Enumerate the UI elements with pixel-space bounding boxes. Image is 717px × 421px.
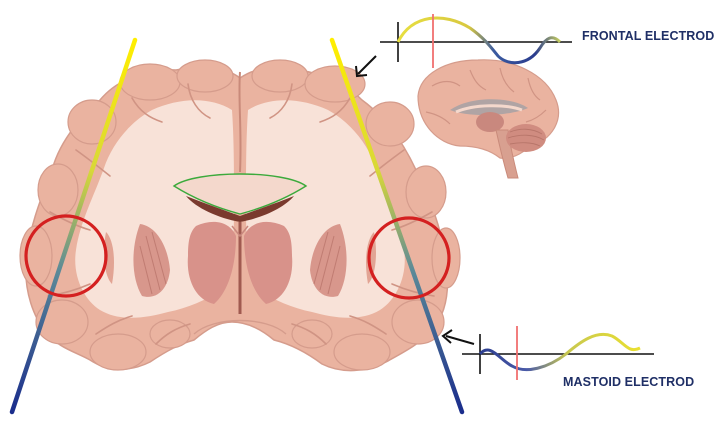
longitudinal-fissure xyxy=(239,72,240,172)
frontal-wave-trace xyxy=(398,18,560,63)
sagittal-brain-inset xyxy=(418,60,558,178)
frontal-arrow xyxy=(358,56,376,74)
mastoid-electrode-label: MASTOID ELECTROD xyxy=(563,375,694,389)
mastoid-wave-trace xyxy=(480,334,640,369)
mastoid-waveform xyxy=(443,326,654,380)
frontal-electrode-label: FRONTAL ELECTROD xyxy=(582,29,714,43)
